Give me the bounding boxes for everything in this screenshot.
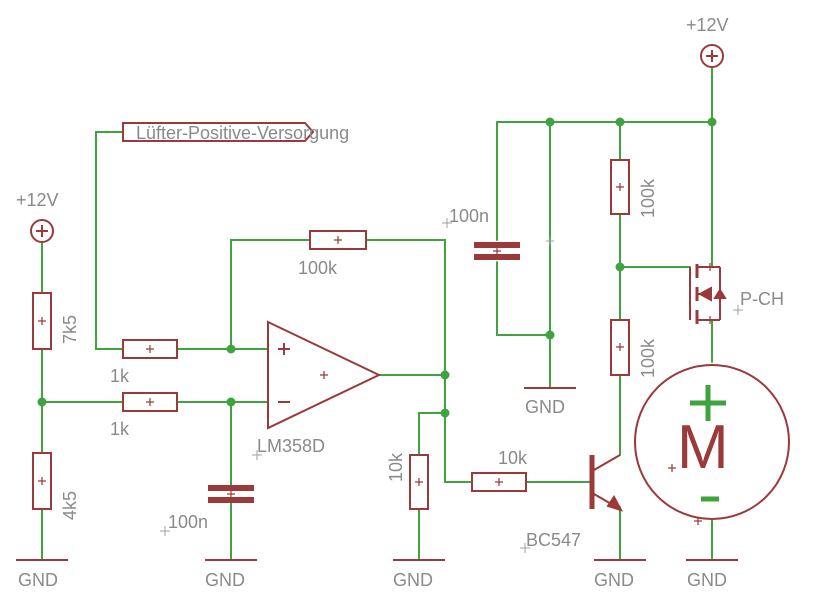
opamp-lm358d: LM358D	[252, 320, 382, 460]
resistor-label: 100k	[638, 338, 658, 378]
motor-letter: M	[677, 413, 729, 482]
transistor-label: BC547	[526, 530, 581, 550]
junction-dot	[545, 117, 555, 127]
junction-dot	[226, 344, 236, 354]
resistor-label: 7k5	[60, 315, 80, 344]
junction-dot	[440, 408, 450, 418]
resistor-10k-pulldown: 10k	[386, 452, 429, 510]
mosfet-p-ch: P-CH	[689, 263, 784, 324]
resistor-4k5: 4k5	[32, 452, 80, 520]
resistor-100k-gate-bottom: 100k	[610, 319, 658, 378]
wires	[41, 66, 713, 561]
resistor-label: 4k5	[60, 491, 80, 520]
capacitor-supply: 100n	[442, 206, 554, 260]
capacitor-label: 100n	[449, 206, 489, 226]
capacitor-label: 100n	[168, 512, 208, 532]
supply-label-left: +12V	[16, 190, 59, 210]
resistor-10k-base: 10k	[471, 448, 528, 492]
junction-dot	[37, 397, 47, 407]
resistor-1k-minus: 1k	[110, 392, 178, 439]
opamp-label: LM358D	[257, 436, 325, 456]
capacitor-filter: 100n	[160, 485, 254, 536]
resistor-label: 1k	[110, 366, 130, 386]
net-label: Lüfter-Positive-Versorgung	[122, 122, 349, 143]
net-label-text: Lüfter-Positive-Versorgung	[136, 123, 349, 143]
ground-label: GND	[594, 570, 634, 590]
transistor-bc547: BC547	[520, 454, 624, 553]
resistor-7k5: 7k5	[32, 292, 80, 350]
resistor-label: 1k	[110, 419, 130, 439]
mosfet-label: P-CH	[740, 289, 784, 309]
ground-label: GND	[525, 397, 565, 417]
motor: M	[634, 364, 790, 525]
ground-label: GND	[205, 570, 245, 590]
supply-right: +12V	[686, 15, 729, 68]
ground-label: GND	[393, 570, 433, 590]
junction-dot	[545, 330, 555, 340]
ground-symbols: GND GND GND GND GND GND	[16, 387, 738, 590]
ground-label: GND	[687, 570, 727, 590]
junction-dots	[37, 117, 717, 418]
resistor-label: 10k	[386, 452, 406, 482]
junction-dot	[707, 117, 717, 127]
resistor-100k-feedback: 100k	[298, 230, 367, 278]
supply-label-right: +12V	[686, 15, 729, 35]
junction-dot	[226, 397, 236, 407]
resistor-label: 10k	[498, 448, 528, 468]
resistor-label: 100k	[298, 258, 338, 278]
junction-dot	[615, 262, 625, 272]
resistor-100k-gate-top: 100k	[610, 159, 658, 218]
ground-label: GND	[18, 570, 58, 590]
junction-dot	[615, 117, 625, 127]
supply-left: +12V	[16, 190, 59, 243]
junction-dot	[440, 370, 450, 380]
resistor-1k-plus: 1k	[110, 339, 178, 386]
plus-icon	[690, 385, 726, 421]
resistor-label: 100k	[638, 178, 658, 218]
